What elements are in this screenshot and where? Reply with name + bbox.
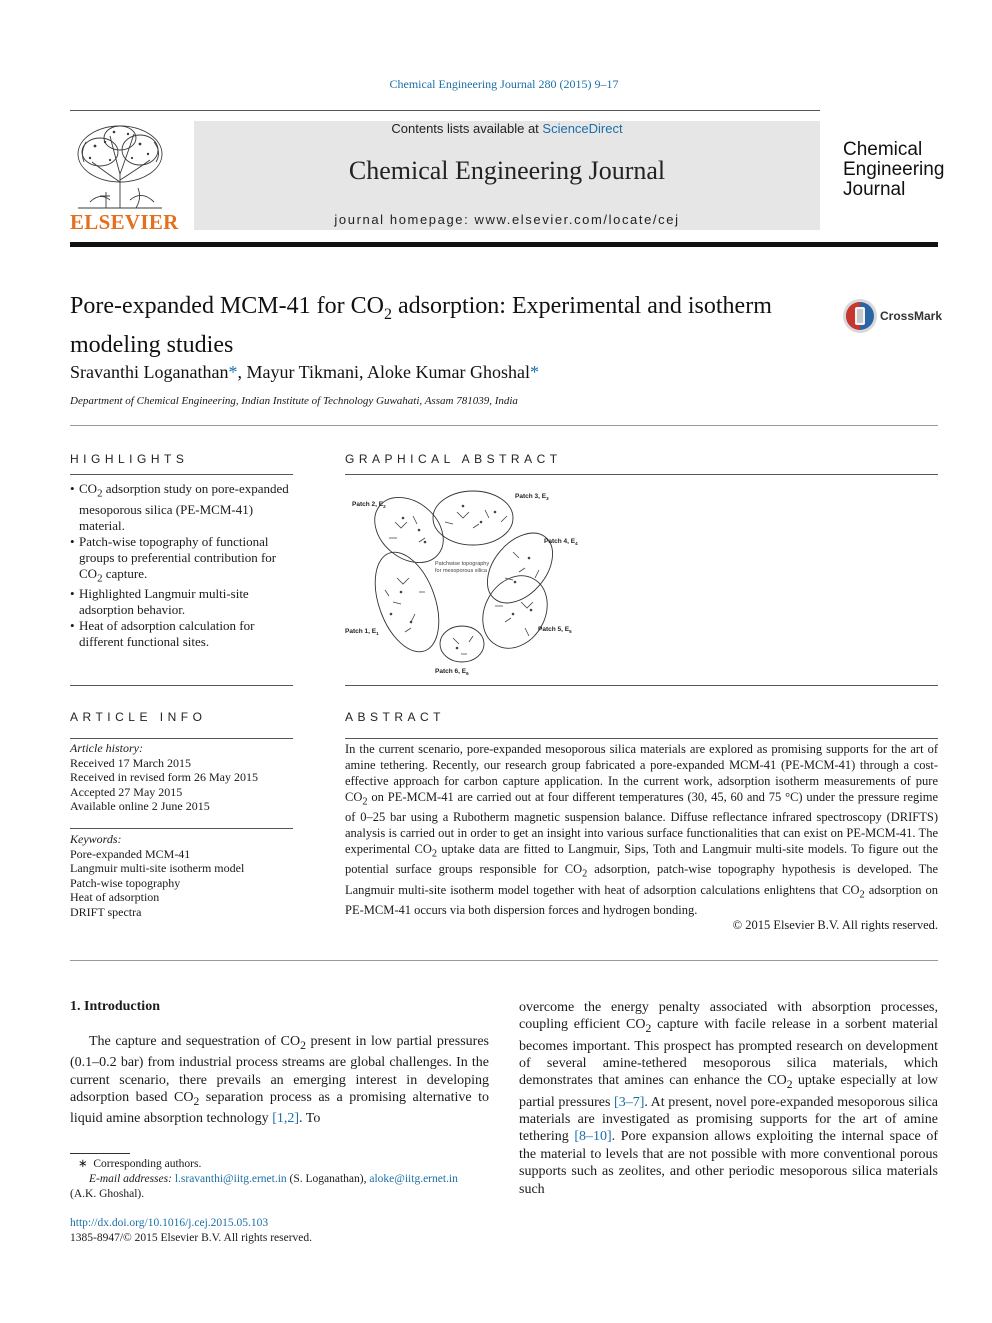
keyword-item: Langmuir multi-site isotherm model [70,861,245,876]
highlight-item: CO2 adsorption study on pore-expanded me… [70,481,295,534]
keyword-item: Pore-expanded MCM-41 [70,846,191,861]
keyword-item: Patch-wise topography [70,875,181,890]
reference-link[interactable]: [8–10] [574,1129,612,1145]
patch-1-label: Patch 1, E1 [345,628,379,636]
elsevier-tree-logo [70,122,170,215]
article-info-heading: ARTICLE INFO [70,710,207,724]
email-note: E-mail addresses: l.sravanthi@iitg.ernet… [89,1173,458,1185]
reference-link[interactable]: [3–7] [614,1094,645,1110]
doi-link[interactable]: http://dx.doi.org/10.1016/j.cej.2015.05.… [70,1217,269,1229]
introduction-right-column: overcome the energy penalty associated w… [519,1000,938,1197]
patch-3-label: Patch 3, E3 [515,493,549,501]
corresponding-star[interactable]: * [228,362,238,382]
author-list: Sravanthi Loganathan*, Mayur Tikmani, Al… [70,362,539,382]
email-link[interactable]: l.sravanthi@iitg.ernet.in [174,1173,287,1185]
contents-line: Contents lists available at ScienceDirec… [391,121,623,136]
affiliation: Department of Chemical Engineering, Indi… [70,395,518,407]
affiliation-rule [70,425,938,426]
keywords-list: Keywords: Pore-expanded MCM-41 Langmuir … [70,832,293,920]
keyword-item: Heat of adsorption [70,890,160,905]
history-accepted: Accepted 27 May 2015 [70,784,183,799]
history-online: Available online 2 June 2015 [70,799,210,814]
journal-citation[interactable]: Chemical Engineering Journal 280 (2015) … [389,77,619,91]
center-label-1: Patchwise topography [435,561,489,567]
history-revised: Received in revised form 26 May 2015 [70,770,258,785]
patch-2-label: Patch 2, E2 [352,501,386,509]
highlight-item: Heat of adsorption calculation for diffe… [70,618,295,650]
footnote-rule [70,1153,130,1154]
highlights-list: CO2 adsorption study on pore-expanded me… [70,481,295,650]
graphical-abstract-bottom-rule [345,685,938,686]
keyword-item: DRIFT spectra [70,904,142,919]
crossmark-icon[interactable] [842,298,878,339]
patch-5-label: Patch 5, E5 [538,626,572,634]
journal-logo[interactable]: Chemical Engineering Journal [843,139,945,200]
introduction-heading: 1. Introduction [70,999,160,1014]
highlights-bottom-rule [70,685,293,686]
patch-6-label: Patch 6, E6 [435,668,469,676]
graphical-abstract-figure[interactable]: Patch 2, E2 Patch 3, E3 Patch 4, E4 Patc… [345,482,595,685]
corresponding-star[interactable]: * [529,362,539,382]
header-top-rule [70,110,820,111]
graphical-abstract-heading: GRAPHICAL ABSTRACT [345,452,562,466]
article-title: Pore-expanded MCM-41 for CO2 adsorption:… [70,293,772,358]
abstract-body: In the current scenario, pore-expanded m… [345,742,938,918]
front-matter-bottom-rule [70,960,938,961]
corresponding-note: ∗ Corresponding authors. [78,1158,202,1170]
journal-homepage[interactable]: journal homepage: www.elsevier.com/locat… [334,212,680,227]
introduction-left-column: The capture and sequestration of CO2 pre… [70,1034,489,1127]
author-ghoshal[interactable]: Aloke Kumar Ghoshal [366,362,530,382]
journal-name: Chemical Engineering Journal [348,156,666,185]
abstract-rule [345,738,938,739]
patch-4-label: Patch 4, E4 [544,538,578,546]
sciencedirect-link[interactable]: ScienceDirect [542,121,623,136]
center-label-2: for mesoporous silica [435,568,488,574]
highlights-heading: HIGHLIGHTS [70,452,189,466]
email-link[interactable]: aloke@iitg.ernet.in [369,1173,458,1185]
author-loganathan[interactable]: Sravanthi Loganathan [70,362,229,382]
highlights-rule [70,474,293,475]
elsevier-wordmark[interactable]: ELSEVIER [70,210,179,234]
highlight-item: Patch-wise topography of functional grou… [70,534,295,587]
doi-block: http://dx.doi.org/10.1016/j.cej.2015.05.… [70,1216,490,1246]
article-history: Article history: Received 17 March 2015 … [70,741,293,814]
footnote-block: ∗ Corresponding authors. E-mail addresse… [70,1157,490,1202]
header-bottom-rule [70,242,938,247]
abstract-heading: ABSTRACT [345,710,446,724]
issn-line: 1385-8947/© 2015 Elsevier B.V. All right… [70,1232,313,1244]
keywords-rule [70,828,293,829]
journal-banner [194,121,820,230]
article-info-rule [70,738,293,739]
highlight-item: Highlighted Langmuir multi-site adsorpti… [70,586,295,618]
history-received: Received 17 March 2015 [70,755,191,770]
abstract-copyright: © 2015 Elsevier B.V. All rights reserved… [732,918,938,932]
graphical-abstract-rule [345,474,938,475]
reference-link[interactable]: [1,2] [272,1111,300,1127]
crossmark-label[interactable]: CrossMark [880,309,943,323]
